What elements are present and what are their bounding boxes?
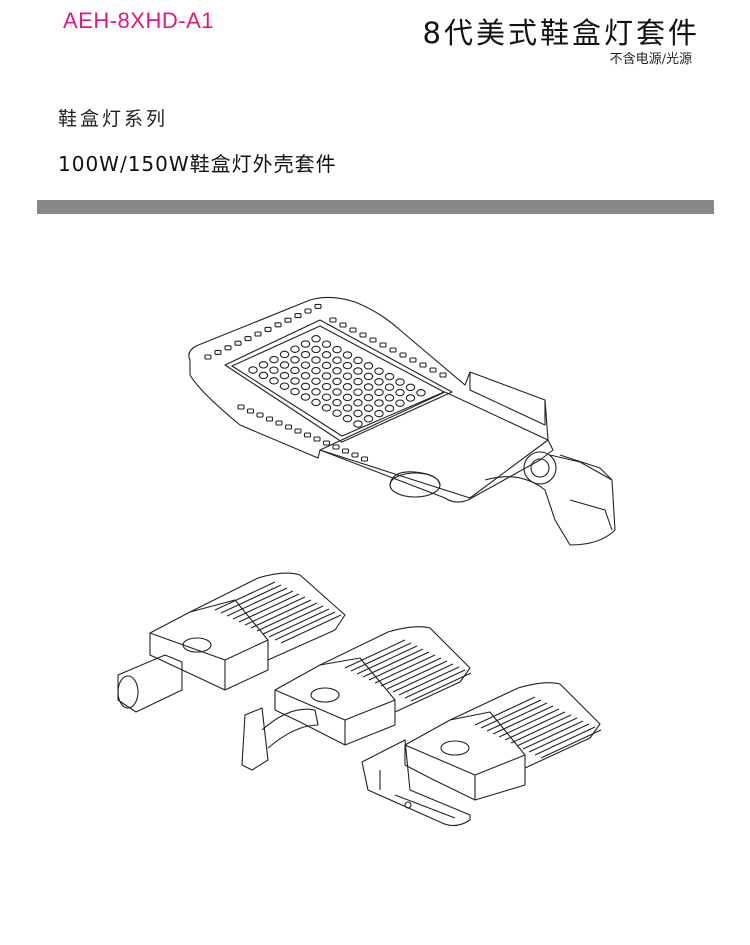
divider-bar — [37, 200, 714, 214]
led-lens — [258, 361, 269, 369]
main-fixture-drawing — [188, 296, 616, 546]
led-lens — [395, 378, 405, 386]
led-lens — [290, 356, 300, 364]
led-lens — [332, 409, 342, 417]
led-lens — [405, 394, 416, 402]
led-lens — [332, 356, 342, 364]
led-lens — [342, 351, 353, 359]
led-lens — [269, 377, 279, 385]
led-lens — [353, 377, 363, 386]
led-lens — [290, 377, 300, 385]
led-lens — [321, 351, 332, 359]
page-subtitle: 不含电源/光源 — [609, 52, 692, 67]
fixture-yoke-mount-drawing — [361, 682, 602, 827]
led-lens — [300, 382, 311, 391]
led-lens — [363, 415, 374, 423]
led-lens — [311, 398, 321, 407]
led-lens — [269, 366, 279, 374]
led-lens — [332, 367, 342, 375]
led-lens — [363, 393, 374, 402]
led-lens — [311, 345, 321, 354]
led-lens — [290, 345, 300, 353]
led-lens — [321, 382, 332, 391]
led-lens — [395, 388, 405, 397]
led-lens — [342, 361, 353, 370]
led-lens — [311, 388, 321, 396]
led-lens — [342, 393, 353, 402]
led-lens — [374, 367, 384, 375]
led-lens — [279, 382, 290, 390]
led-lens — [300, 350, 311, 359]
led-lens — [258, 371, 269, 380]
kit-label: 100W/150W鞋盒灯外壳套件 — [58, 152, 337, 176]
led-lens — [311, 356, 321, 364]
led-lens — [321, 361, 332, 370]
led-lens — [300, 361, 311, 369]
led-lens — [363, 362, 374, 370]
led-lens — [248, 366, 258, 374]
led-lens — [321, 372, 332, 380]
rim-holes — [204, 303, 447, 462]
led-lens — [353, 367, 363, 375]
led-lens — [279, 371, 290, 380]
led-lens — [353, 399, 363, 407]
led-lens — [342, 404, 353, 412]
led-lens — [416, 389, 426, 397]
led-lens — [279, 350, 290, 359]
led-lens — [353, 409, 363, 418]
led-lens — [353, 388, 363, 396]
led-lens — [405, 383, 416, 392]
series-label: 鞋盒灯系列 — [58, 108, 169, 130]
led-lens — [363, 383, 374, 391]
led-lens — [384, 372, 395, 381]
led-lens — [342, 372, 353, 380]
led-lens — [321, 404, 332, 412]
led-lens — [321, 393, 332, 401]
model-code: AEH-8XHD-A1 — [63, 8, 214, 33]
led-lens — [384, 394, 395, 402]
led-lens — [269, 355, 279, 364]
led-lens — [290, 387, 300, 396]
led-lens — [353, 356, 363, 365]
led-lens — [342, 383, 353, 391]
led-lens — [300, 372, 311, 380]
led-lens — [321, 340, 332, 348]
led-lens — [300, 340, 311, 348]
led-lens — [374, 378, 384, 386]
led-lens — [290, 366, 300, 375]
page-title: 8代美式鞋盒灯套件 — [422, 16, 700, 50]
led-lens — [342, 414, 353, 423]
led-lens — [311, 335, 321, 343]
led-lens — [353, 420, 363, 428]
led-lens — [363, 372, 374, 381]
led-lens — [363, 404, 374, 412]
led-lens — [374, 409, 384, 418]
led-lens — [395, 399, 405, 407]
led-lens — [311, 377, 321, 385]
led-array — [248, 335, 426, 428]
fixture-arm-mount-drawing — [241, 626, 472, 771]
led-lens — [374, 399, 384, 407]
led-lens — [374, 388, 384, 397]
led-lens — [332, 377, 342, 386]
led-lens — [332, 345, 342, 354]
led-lens — [300, 393, 311, 401]
led-lens — [332, 398, 342, 407]
led-lens — [384, 383, 395, 391]
led-lens — [332, 388, 342, 396]
led-lens — [311, 366, 321, 375]
led-lens — [279, 361, 290, 369]
led-lens — [384, 404, 395, 413]
fixture-slipfitter-drawing — [117, 572, 346, 713]
